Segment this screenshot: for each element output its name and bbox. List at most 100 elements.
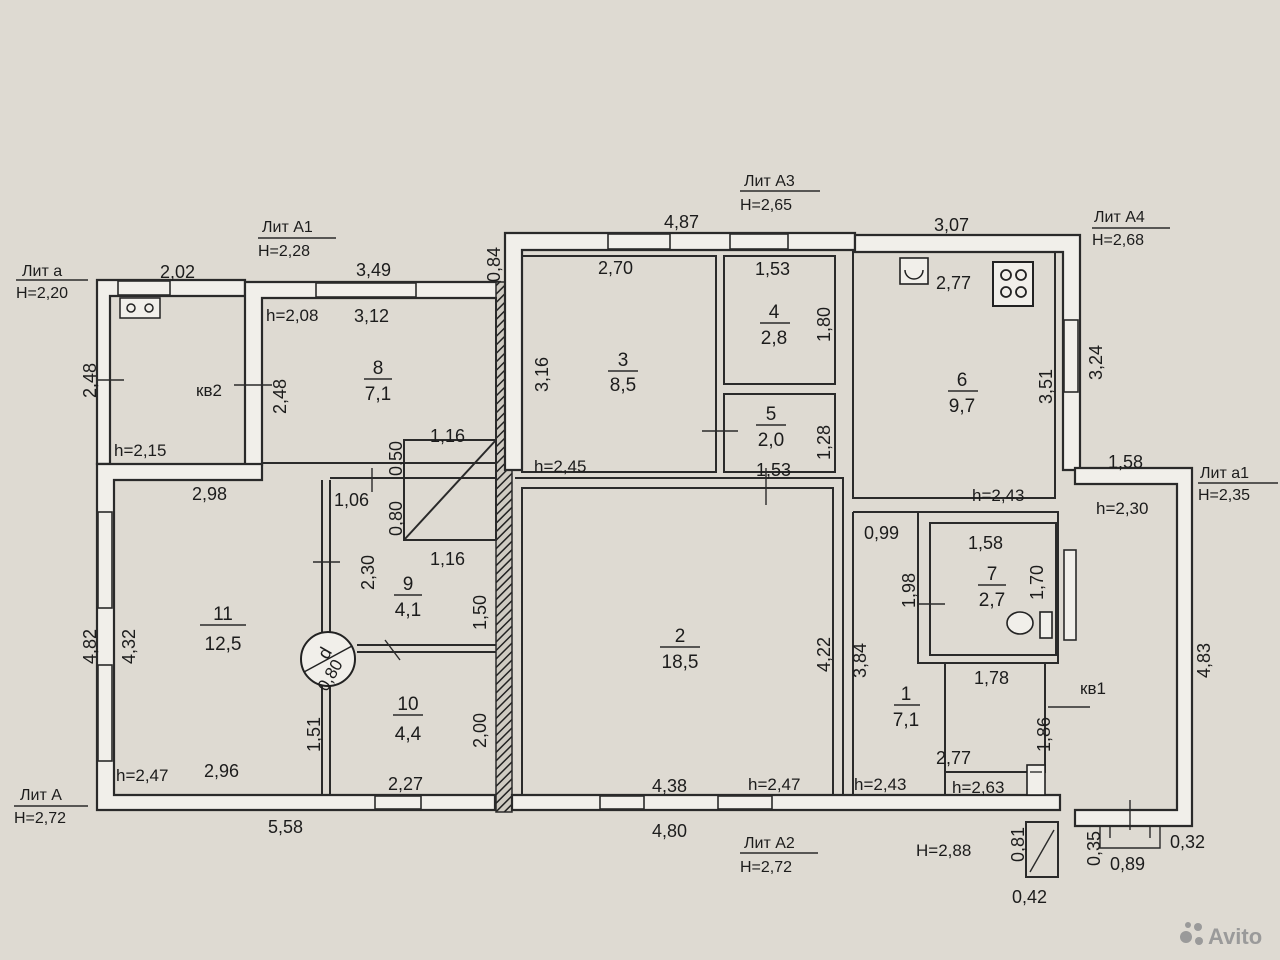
toilet-icon — [1006, 611, 1053, 639]
label-dims-d0_42: 0,42 — [1012, 887, 1047, 907]
window — [97, 511, 113, 609]
label-dims-d1_58b: 1,58 — [968, 533, 1003, 553]
label-rooms-9-area: 4,4 — [395, 724, 422, 745]
porch-box — [1025, 821, 1059, 878]
label-rooms-6-area: 2,7 — [979, 590, 1005, 611]
label-dims-d0_89: 0,89 — [1110, 854, 1145, 874]
wall-lit-a — [95, 278, 247, 466]
lit-a-name: Лит а — [22, 263, 62, 280]
stove-icon-room6 — [992, 261, 1034, 307]
interior-lines — [261, 250, 1161, 878]
label-dims-d4_38: 4,38 — [652, 776, 687, 796]
label-dims-d0_35: 0,35 — [1084, 831, 1104, 866]
steps-a1 — [1099, 826, 1161, 849]
avito-watermark: Avito — [1180, 922, 1262, 949]
label-dims-d1_28: 1,28 — [814, 425, 834, 460]
lit-a4-height: H=2,68 — [1092, 232, 1144, 249]
label-rooms-10-no: 11 — [213, 604, 233, 625]
window — [607, 233, 671, 250]
room-1-box — [852, 511, 1046, 795]
lit-a-height: H=2,20 — [16, 285, 68, 302]
lit-a1-name: Лит А1 — [262, 219, 313, 236]
room-6-label: 6 9,7 — [948, 370, 978, 417]
label-dims-d3_84: 3,84 — [850, 643, 870, 678]
room-labels: 1 7,1 2 18,5 3 8,5 4 2,8 5 2,0 6 9,7 — [196, 302, 1106, 745]
fixtures — [119, 257, 1053, 796]
window — [729, 233, 789, 250]
room-9-10-split — [357, 644, 496, 653]
sink-icon — [899, 257, 929, 285]
tick-marks — [98, 379, 1131, 830]
lit-a1-annex-name: Лит а1 — [1200, 465, 1249, 482]
apartment-kv2: кв2 — [196, 381, 222, 400]
room-9-label: 9 4,1 — [394, 574, 422, 621]
height-kv1-bath: h=2,63 — [952, 778, 1004, 797]
label-rooms-5-no: 6 — [957, 370, 968, 391]
door-d-circle — [300, 631, 356, 687]
window — [717, 795, 773, 810]
room-7-label: 7 2,7 — [978, 564, 1006, 611]
apartment-kv1: кв1 — [1080, 679, 1106, 698]
label-rooms-3-area: 2,8 — [761, 328, 787, 349]
wall-lit-a-main — [95, 462, 497, 812]
room-3-box — [521, 255, 717, 473]
label-dims-d3_07: 3,07 — [934, 215, 969, 235]
stove-icon-a — [119, 297, 161, 319]
label-dims-d2_77a: 2,77 — [936, 273, 971, 293]
label-dims-d3_16: 3,16 — [532, 357, 552, 392]
label-rooms-5-area: 9,7 — [949, 396, 975, 417]
room-4-box — [723, 255, 836, 385]
label-dims-d2_48a: 2,48 — [80, 363, 100, 398]
label-dims-d2_77b: 2,77 — [936, 748, 971, 768]
label-dims-d2_48b: 2,48 — [270, 379, 290, 414]
label-rooms-0-no: 1 — [901, 684, 912, 705]
avito-logo-icon — [1180, 922, 1203, 945]
wall-lit-a2 — [510, 793, 1062, 812]
label-dims-d2_27: 2,27 — [388, 774, 423, 794]
label-rooms-7-no: 8 — [373, 358, 384, 379]
lit-a2-height: H=2,72 — [740, 859, 792, 876]
room-10-label: 10 4,4 — [393, 694, 423, 745]
room-8-box — [261, 297, 497, 464]
label-dims-d2_00: 2,00 — [470, 713, 490, 748]
label-rooms-0-area: 7,1 — [893, 710, 919, 731]
label-rooms-3-no: 4 — [769, 302, 780, 323]
room-4-label: 4 2,8 — [760, 302, 790, 349]
label-dims-d4_22: 4,22 — [814, 637, 834, 672]
label-dims-d2_02: 2,02 — [160, 262, 195, 282]
wall-lit-a4 — [853, 233, 1082, 472]
label-dims-d0_84: 0,84 — [484, 247, 504, 282]
lit-a3-name: Лит А3 — [744, 173, 795, 190]
label-rooms-4-no: 5 — [766, 404, 777, 425]
label-dims-d0_32: 0,32 — [1170, 832, 1205, 852]
room-3-label: 3 8,5 — [608, 350, 638, 396]
window — [599, 795, 645, 810]
label-rooms-1-no: 2 — [675, 626, 686, 647]
label-rooms-2-no: 3 — [618, 350, 629, 371]
stair-box — [403, 439, 497, 541]
label-dims-d1_16a: 1,16 — [430, 426, 465, 446]
height-room3: h=2,45 — [534, 457, 586, 476]
boiler-icon — [1026, 764, 1046, 796]
room-1-label: 1 7,1 — [893, 684, 920, 731]
wall-lit-a3 — [503, 231, 857, 472]
label-dims-d2_96: 2,96 — [204, 761, 239, 781]
label-dims-d3_49: 3,49 — [356, 260, 391, 280]
label-dims-d3_12: 3,12 — [354, 306, 389, 326]
height-room11: h=2,47 — [116, 766, 168, 785]
room-2-label: 2 18,5 — [660, 626, 700, 673]
lit-A-name: Лит А — [20, 787, 62, 804]
label-dims-d2_70: 2,70 — [598, 258, 633, 278]
label-dims-d0_50: 0,50 — [386, 441, 406, 476]
lit-a4-name: Лит А4 — [1094, 209, 1145, 226]
window — [374, 795, 422, 810]
window — [1063, 319, 1079, 393]
wall-lit-a1-annex — [1073, 466, 1194, 828]
window — [117, 280, 171, 296]
label-dims-d1_50: 1,50 — [470, 595, 490, 630]
label-dims-d1_86: 1,86 — [1034, 717, 1054, 752]
room-11-label: 11 12,5 — [200, 604, 246, 655]
walls — [95, 231, 1194, 828]
label-dims-d1_16b: 1,16 — [430, 549, 465, 569]
room-5-label: 5 2,0 — [756, 404, 786, 451]
